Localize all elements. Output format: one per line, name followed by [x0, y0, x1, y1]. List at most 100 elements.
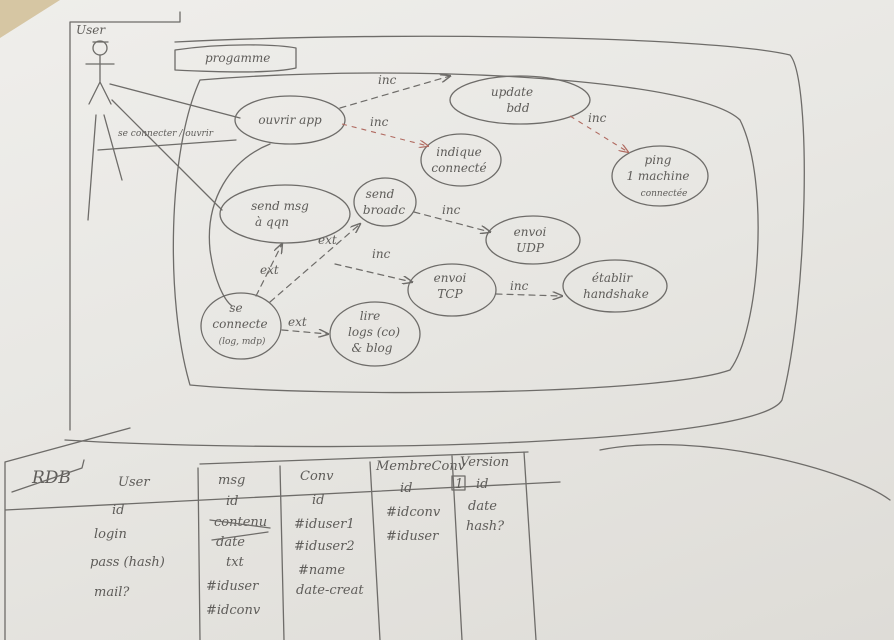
uc-connect-line3: (log, mdp): [219, 336, 266, 347]
rdb-table-membreconv: MembreConv id #idconv #iduser: [375, 459, 466, 544]
uc-broadcast-line2: broadc: [363, 203, 405, 217]
uc-etablir-handshake: établir handshake: [562, 259, 668, 313]
rel-label-inc-5: inc: [372, 247, 391, 261]
page-corner: [0, 0, 60, 38]
table-version-field: date: [468, 499, 497, 514]
rel-label-inc-2: inc: [370, 115, 389, 129]
rdb-divider: [4, 427, 891, 640]
uc-tcp-line2: TCP: [437, 287, 463, 301]
system-boundary: [172, 72, 759, 394]
table-conv-field: #iduser2: [294, 539, 355, 554]
uc-ping-machine: ping 1 machine connectée: [611, 145, 709, 207]
rel-label-inc-6: inc: [510, 279, 529, 293]
uc-udp-line1: envoi: [514, 225, 547, 239]
uc-indique-line1: indique: [436, 145, 482, 159]
table-conv-field: #name: [298, 563, 345, 578]
table-user-field: mail?: [94, 585, 130, 600]
rel-send-tcp: [334, 263, 412, 282]
rel-label-inc-3: inc: [588, 111, 607, 125]
table-user-field: id: [112, 503, 124, 518]
actor-assoc-label: se connecter / ouvrir: [118, 129, 214, 139]
actor-assoc-send: [111, 99, 223, 211]
table-msg-field: id: [226, 494, 238, 509]
rel-ext-logs: [281, 330, 328, 334]
uc-update-bdd-line1: update: [491, 85, 533, 99]
system-label-tab: [174, 44, 297, 73]
uc-logs-line1: lire: [360, 309, 381, 323]
actor-assoc-se-connecter: [97, 139, 237, 151]
uc-send-msg-line2: à qqn: [255, 215, 289, 229]
actor-assoc-lines: [87, 114, 123, 221]
uc-lire-logs: lire logs (co) & blog: [329, 301, 421, 367]
rdb-header-line: [199, 451, 529, 465]
table-user-field: login: [94, 527, 127, 542]
uc-handshake-line2: handshake: [583, 287, 649, 301]
actor-label: User: [76, 23, 106, 37]
uc-se-connecter: se connecte (log, mdp): [200, 292, 282, 360]
uc-connect-line1: se: [229, 301, 242, 315]
rel-tcp-handshake: [495, 294, 562, 296]
uc-indique-connecte: indique connecté: [420, 133, 502, 187]
table-msg-name: msg: [218, 473, 245, 488]
col-sep-4: [451, 455, 463, 640]
table-version-name: Version: [460, 455, 509, 470]
table-membreconv-field: id: [400, 481, 412, 496]
col-sep-3: [369, 461, 381, 640]
uc-ping-line3: connectée: [641, 188, 688, 199]
uc-send-msg: send msg à qqn: [219, 184, 351, 244]
table-conv-field: date-creat: [296, 583, 364, 598]
rel-update-ping: [569, 115, 628, 152]
rel-broadcast-udp: [413, 211, 490, 232]
uc-update-bdd: update bdd: [449, 75, 591, 125]
rdb-table-msg: msg id contenu date txt #iduser #idconv: [206, 473, 271, 618]
table-version-field: 1: [455, 477, 463, 492]
rdb-table-user: User id login pass (hash) mail?: [90, 475, 165, 600]
table-msg-field: contenu: [214, 515, 267, 530]
uc-send-broadcast: send broadc: [353, 177, 417, 227]
actor-user: User: [76, 23, 115, 105]
table-msg-field: #iduser: [206, 579, 259, 594]
rdb-table-conv: Conv id #iduser1 #iduser2 #name date-cre…: [294, 469, 364, 598]
rel-ouvrir-send: [208, 143, 271, 307]
version-pk-box: [451, 475, 466, 491]
table-membreconv-field: #idconv: [386, 505, 441, 520]
uc-send-msg-line1: send msg: [251, 199, 309, 213]
rel-label-ext-3: ext: [288, 315, 307, 329]
table-user-name: User: [118, 475, 150, 490]
uc-update-bdd-line2: bdd: [506, 101, 529, 115]
uc-ouvrir-app: ouvrir app: [234, 95, 346, 145]
table-msg-field: #idconv: [206, 603, 261, 618]
table-membreconv-name: MembreConv: [375, 459, 466, 474]
rel-ouvrir-indique: [341, 123, 428, 146]
rel-label-ext-2: ext: [318, 233, 337, 247]
uc-ouvrir-app-label: ouvrir app: [258, 113, 322, 127]
rel-ext-send: [255, 244, 282, 297]
rel-label-inc-4: inc: [442, 203, 461, 217]
rel-ouvrir-update: [339, 76, 450, 109]
uc-indique-line2: connecté: [431, 161, 486, 175]
uc-handshake-line1: établir: [592, 271, 633, 285]
rel-label-inc-1: inc: [378, 73, 397, 87]
table-conv-field: id: [312, 493, 324, 508]
table-conv-name: Conv: [300, 469, 334, 484]
col-sep-2: [279, 465, 285, 640]
uc-tcp-line1: envoi: [434, 271, 467, 285]
table-version-field: id: [476, 477, 488, 492]
table-msg-field: txt: [226, 555, 245, 570]
rdb-table-version: Version 1 id date hash?: [451, 455, 509, 534]
uc-broadcast-line1: send: [366, 187, 395, 201]
user-frame: [69, 11, 181, 431]
uc-ping-line1: ping: [645, 153, 672, 167]
rel-ext-broadcast: [269, 224, 360, 303]
uc-logs-line2: logs (co): [348, 325, 400, 339]
table-user-field: pass (hash): [90, 555, 165, 570]
table-version-field: hash?: [466, 519, 505, 534]
outer-frame: [64, 35, 805, 448]
system-label: progamme: [205, 51, 270, 65]
rdb-title-box: [11, 459, 85, 493]
uc-envoi-tcp: envoi TCP: [407, 263, 497, 317]
uc-connect-line2: connecte: [212, 317, 267, 331]
actor-assoc-ouvrir: [109, 83, 241, 119]
